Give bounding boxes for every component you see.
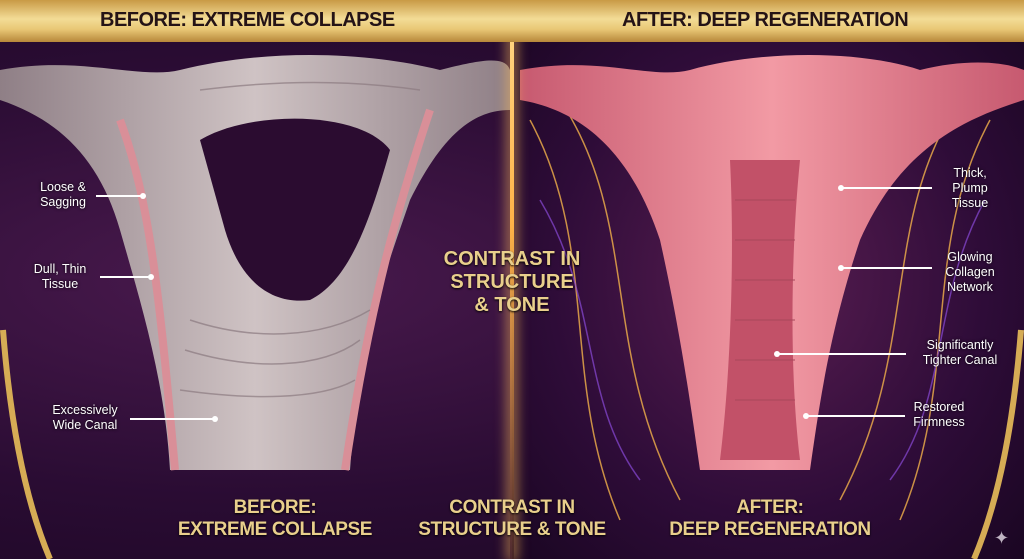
- gold-frame-arc-right: [971, 329, 1024, 559]
- center-divider-glow: [510, 0, 514, 559]
- pointer-dot: [838, 185, 844, 191]
- label-line: Tissue: [41, 277, 79, 291]
- label-line: DEEP REGENERATION: [669, 519, 871, 540]
- label-line: BEFORE:: [233, 497, 317, 518]
- label-line: STRUCTURE & TONE: [418, 519, 606, 540]
- label-line: Thick,: [953, 166, 987, 180]
- label-line: STRUCTURE: [450, 271, 574, 293]
- label-line: CONTRAST IN: [443, 248, 581, 270]
- pointer-line: [778, 353, 906, 355]
- label-loose-sagging: Loose &Sagging: [28, 180, 98, 210]
- pointer-line: [96, 195, 142, 197]
- pointer-dot: [838, 265, 844, 271]
- after-title: AFTER: DEEP REGENERATION: [622, 9, 909, 31]
- pointer-line: [842, 267, 932, 269]
- label-line: Firmness: [913, 415, 965, 429]
- after-uterus-illustration: [520, 55, 1024, 521]
- label-line: EXTREME COLLAPSE: [177, 519, 373, 540]
- pointer-dot: [803, 413, 809, 419]
- header-banner: BEFORE: EXTREME COLLAPSE AFTER: DEEP REG…: [0, 0, 1024, 42]
- before-uterus-illustration: [0, 55, 510, 471]
- label-line: Dull, Thin: [33, 262, 87, 276]
- label-line: Collagen: [945, 265, 995, 279]
- footer-after-caption: AFTER:DEEP REGENERATION: [640, 497, 900, 541]
- before-title: BEFORE: EXTREME COLLAPSE: [100, 9, 395, 31]
- label-line: Restored: [913, 400, 965, 414]
- pointer-dot: [148, 274, 154, 280]
- label-line: Wide Canal: [52, 418, 118, 432]
- label-line: & TONE: [474, 294, 550, 316]
- label-line: Glowing: [947, 250, 993, 264]
- label-line: Tissue: [951, 196, 989, 210]
- label-line: Loose &: [40, 180, 86, 194]
- label-line: Network: [947, 280, 993, 294]
- label-line: AFTER:: [736, 497, 804, 518]
- label-line: CONTRAST IN: [449, 497, 575, 518]
- pointer-line: [842, 187, 932, 189]
- sparkle-icon: ✦: [994, 528, 1010, 548]
- label-line: Sagging: [40, 195, 86, 209]
- gold-frame-arc-left: [0, 329, 53, 559]
- pointer-dot: [140, 193, 146, 199]
- label-line: Significantly: [926, 338, 994, 352]
- label-line: Excessively: [52, 403, 118, 417]
- footer-before-caption: BEFORE:EXTREME COLLAPSE: [160, 497, 390, 541]
- pointer-dot: [212, 416, 218, 422]
- label-line: Plump: [952, 181, 988, 195]
- pointer-line: [100, 276, 150, 278]
- pointer-line: [130, 418, 215, 420]
- label-line: Tighter Canal: [922, 353, 998, 367]
- pointer-dot: [774, 351, 780, 357]
- pointer-line: [807, 415, 905, 417]
- center-contrast-label: CONTRAST IN STRUCTURE & TONE: [412, 248, 612, 317]
